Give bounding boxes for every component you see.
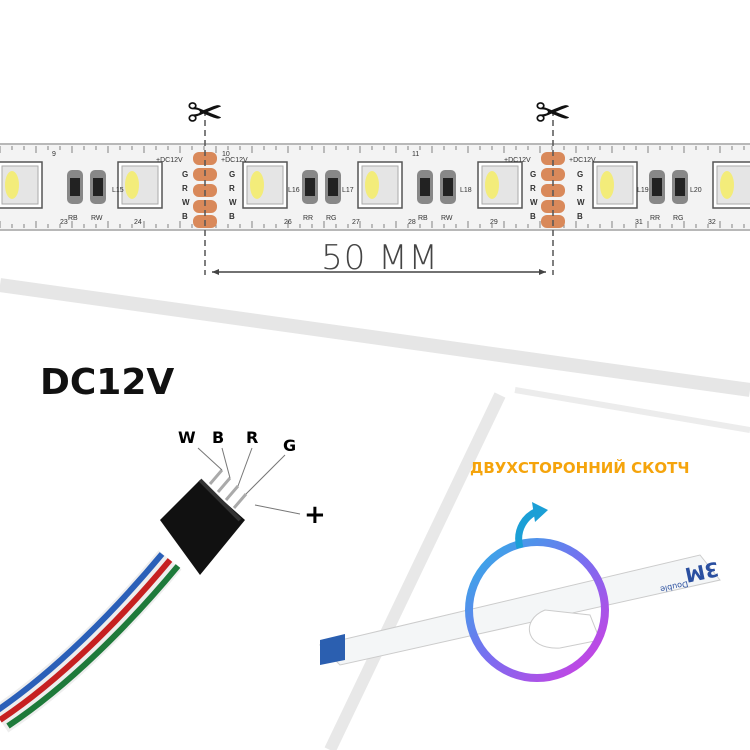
- resistor: RB: [417, 170, 433, 222]
- voltage-marking: +DC12V: [221, 157, 248, 164]
- pad-label: R: [182, 184, 188, 193]
- pad-label: G: [577, 170, 583, 179]
- pad-label: R: [577, 184, 583, 193]
- segment-number: 9: [52, 151, 56, 158]
- pad-label: G: [229, 170, 235, 179]
- pad-label: R: [229, 184, 235, 193]
- led-label: L16: [288, 187, 300, 194]
- resistor-label: RR: [303, 215, 313, 222]
- pad-label: B: [229, 212, 235, 221]
- pad-label: W: [577, 198, 585, 207]
- resistor-label: RW: [91, 215, 103, 222]
- smd-led: [592, 161, 638, 209]
- segment-number: 11: [412, 151, 419, 158]
- smd-led: [477, 161, 523, 209]
- pad-label: B: [182, 212, 188, 221]
- pin-label-r: R: [246, 428, 259, 447]
- cut-marker-right: ✂: [535, 88, 572, 275]
- background-panels: [0, 278, 750, 750]
- led-label: L17: [342, 187, 354, 194]
- resistor: RB: [67, 170, 83, 222]
- segment-number: 10: [222, 151, 230, 158]
- smd-led: [712, 161, 750, 209]
- pad-label: R: [530, 184, 536, 193]
- pad-label: B: [530, 212, 536, 221]
- smd-led: [242, 161, 288, 209]
- pad-label: W: [530, 198, 538, 207]
- led-label: L19: [637, 187, 649, 194]
- smd-led: [0, 161, 43, 209]
- dimension-arrow: [212, 269, 546, 275]
- pad-label: W: [229, 198, 237, 207]
- resistor: RG: [325, 170, 341, 222]
- segment-number: 29: [490, 219, 498, 226]
- resistor: RW: [440, 170, 456, 222]
- highlight-ring: [465, 538, 609, 682]
- resistor-label: RR: [650, 215, 660, 222]
- resistor: RW: [90, 170, 106, 222]
- pad-label: G: [530, 170, 536, 179]
- segment-number: 28: [408, 219, 416, 226]
- led-label: L18: [460, 187, 472, 194]
- adhesive-tape: [319, 502, 721, 682]
- voltage-marking: +DC12V: [569, 157, 596, 164]
- resistor-label: RW: [441, 215, 453, 222]
- resistor-label: RB: [418, 215, 428, 222]
- pad-label: W: [182, 198, 190, 207]
- resistor-label: RG: [326, 215, 337, 222]
- cut-length-label: 50 MM: [321, 238, 439, 278]
- segment-number: 23: [60, 219, 68, 226]
- plus-label: +: [304, 500, 326, 530]
- smd-led: [117, 161, 163, 209]
- voltage-marking: +DC12V: [156, 157, 183, 164]
- resistor: RR: [302, 170, 318, 222]
- pin-label-g: G: [283, 436, 297, 455]
- segment-number: 31: [635, 219, 643, 226]
- segment-number: 27: [352, 219, 360, 226]
- voltage-heading: DC12V: [40, 362, 175, 403]
- solder-pad: [541, 200, 565, 213]
- pad-label: B: [577, 212, 583, 221]
- pin-label-b: B: [212, 428, 225, 447]
- smd-led: [357, 161, 403, 209]
- resistor-label: RB: [68, 215, 78, 222]
- segment-number: 32: [708, 219, 716, 226]
- rgbw-connector: [0, 447, 301, 733]
- tape-caption: ДВУХСТОРОННИЙ СКОТЧ: [470, 459, 690, 477]
- resistor: RG: [672, 170, 688, 222]
- solder-pad: [541, 152, 565, 165]
- resistor: RR: [649, 170, 665, 222]
- resistor-label: RG: [673, 215, 684, 222]
- scissors-icon: ✂: [535, 88, 572, 139]
- solder-pad: [193, 152, 217, 165]
- led-label: L15: [112, 187, 124, 194]
- scissors-icon: ✂: [187, 88, 224, 139]
- cut-marker-left: ✂: [187, 88, 224, 275]
- segment-number: 24: [134, 219, 142, 226]
- led-label: L20: [690, 187, 702, 194]
- voltage-marking: +DC12V: [504, 157, 531, 164]
- pin-label-w: W: [178, 428, 196, 447]
- segment-number: 26: [284, 219, 292, 226]
- solder-pad: [193, 200, 217, 213]
- pad-label: G: [182, 170, 188, 179]
